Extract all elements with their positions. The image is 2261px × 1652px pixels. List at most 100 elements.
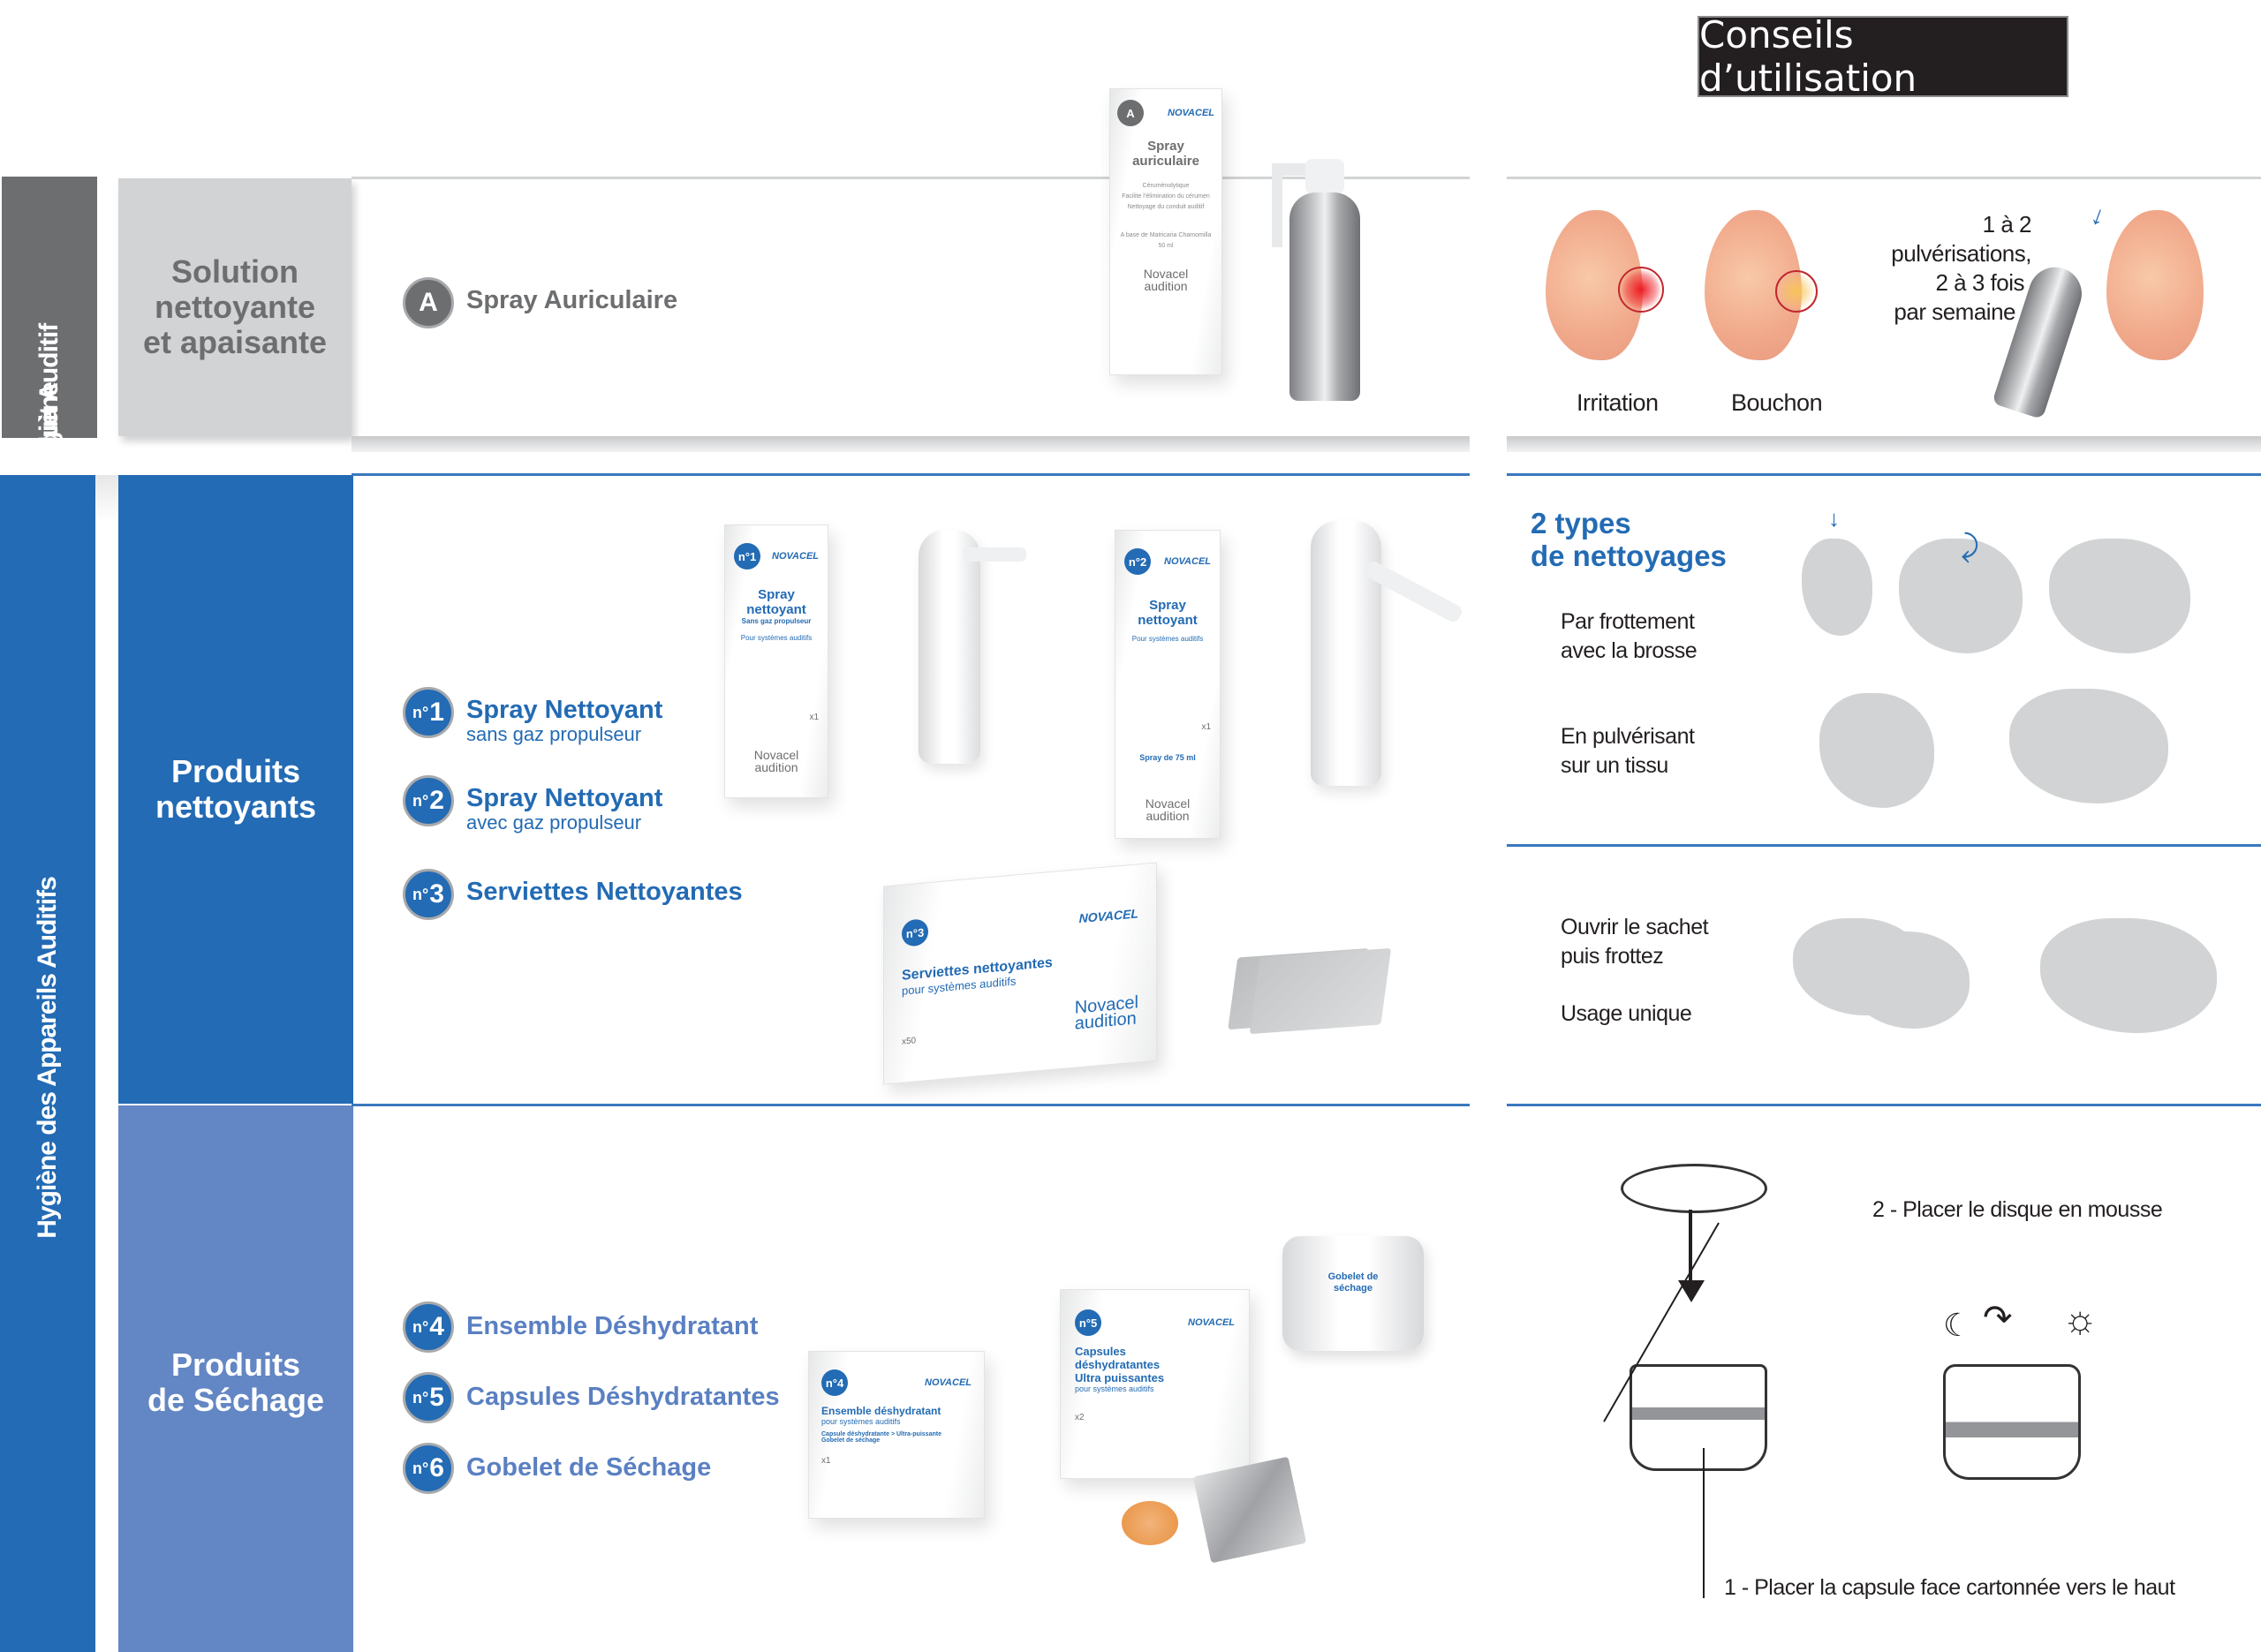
pack-badge: A <box>1117 100 1144 126</box>
pack-contents: Capsule déshydratante > Ultra-puissante <box>821 1431 941 1437</box>
dosage-line: par semaine <box>1894 298 2015 325</box>
capsule-illustration <box>1122 1501 1178 1545</box>
advice-title-line: de nettoyages <box>1531 539 1727 572</box>
brand-logo: NOVACEL <box>1078 906 1138 926</box>
pack-info: pour systèmes auditifs <box>821 1417 901 1426</box>
label-bouchon: Bouchon <box>1731 389 1823 416</box>
drying-jar-closed-illustration <box>1943 1364 2081 1480</box>
product-item-gobelet[interactable]: n°6 Gobelet de Séchage <box>403 1443 780 1494</box>
hand-cloth-illustration <box>2040 918 2217 1033</box>
instruction-line: Ouvrir le sachet <box>1561 915 1709 939</box>
brush-nozzle <box>963 547 1026 562</box>
product-name: Capsules Déshydratantes <box>466 1383 780 1411</box>
spacer <box>1625 1625 1627 1626</box>
product-name: Spray Nettoyant <box>466 696 663 724</box>
product-item-spray-auriculaire[interactable]: A Spray Auriculaire <box>403 277 677 328</box>
pack-title: Ensemble déshydratant <box>821 1405 941 1417</box>
pack-title: Capsules <box>1075 1345 1126 1358</box>
panel-top-line <box>1507 177 2261 179</box>
panel-divider <box>352 473 1470 476</box>
panel-shadow <box>1507 436 2261 452</box>
category-line: de Séchage <box>147 1382 325 1418</box>
pack-qty: x50 <box>902 1036 917 1047</box>
panel-divider <box>352 1104 1470 1106</box>
panel-divider <box>1507 1104 2261 1106</box>
pack-info: Pour systèmes auditifs <box>1131 635 1204 643</box>
novacel-logo: Novacel <box>753 748 799 762</box>
category-line: nettoyante <box>154 289 316 325</box>
product-name: Serviettes Nettoyantes <box>466 878 743 906</box>
pack-info: Pour systèmes auditifs <box>740 634 813 642</box>
category-line: Produits <box>170 1346 300 1383</box>
pack-line: 50 ml <box>1158 243 1174 249</box>
product-badge: A <box>403 277 454 328</box>
spray-auriculaire-bottle <box>1289 192 1360 401</box>
panel-top-line <box>352 177 1470 179</box>
novacel-logo-sub: audition <box>1074 1008 1137 1034</box>
rotate-arrow-icon: ⤸ <box>1961 530 1979 563</box>
step-2-text: 2 - Placer le disque en mousse <box>1872 1197 2163 1222</box>
arrow-down-icon: ↓ <box>1828 505 1840 532</box>
pack-title: Ultra puissantes <box>1075 1371 1165 1384</box>
pack-volume: Spray de 75 ml <box>1139 753 1196 762</box>
pack-badge: n°4 <box>821 1369 848 1396</box>
pack-badge: n°1 <box>734 543 760 570</box>
conseils-utilisation-header: Conseils d’utilisation <box>1698 13 2068 100</box>
jar-lid-illustration <box>1621 1164 1767 1213</box>
product-item-capsules[interactable]: n°5 Capsules Déshydratantes <box>403 1372 780 1423</box>
pack-subtitle: Sans gaz propulseur <box>741 617 812 625</box>
advice-title-line: 2 types <box>1531 507 1631 539</box>
pack-badge: n°2 <box>1124 548 1151 575</box>
side-label-appareils-auditifs: Hygiène des Appareils Auditifs <box>0 475 95 1652</box>
panel-divider <box>1507 844 2261 847</box>
pack-qty: x1 <box>821 1456 831 1466</box>
product-badge: n°5 <box>403 1372 454 1423</box>
bouchon-marker <box>1775 270 1818 313</box>
callout-line <box>1703 1448 1705 1598</box>
ear-application-illustration <box>2106 210 2204 360</box>
product-item-serviettes[interactable]: n°3 Serviettes Nettoyantes <box>403 869 743 920</box>
novacel-logo-sub: audition <box>1144 279 1188 293</box>
hand-open-sachet-illustration <box>1846 932 1970 1029</box>
hand-spray-tissue-illustration <box>1819 693 1934 808</box>
product-item-ensemble-deshydratant[interactable]: n°4 Ensemble Déshydratant <box>403 1301 780 1353</box>
pack-line: A base de Matricaria Chamomilla <box>1120 232 1212 238</box>
arrow-down-icon: ↓ <box>2086 200 2110 232</box>
pack-title: Gobelet de <box>1327 1271 1379 1282</box>
product-name: Gobelet de Séchage <box>466 1453 712 1482</box>
novacel-logo-sub: audition <box>754 760 798 774</box>
pack-line: Nettoyage du conduit auditif <box>1127 204 1205 210</box>
capsule-sachet <box>1192 1456 1307 1564</box>
product-name: Ensemble Déshydratant <box>466 1312 759 1340</box>
dosage-line: 1 à 2 pulvérisations, <box>1891 211 2031 267</box>
product-badge: n°3 <box>403 869 454 920</box>
brand-logo: NOVACEL <box>1168 108 1214 118</box>
novacel-logo: Novacel <box>1145 796 1191 811</box>
pack-badge: n°3 <box>902 918 928 947</box>
pack-title: déshydratantes <box>1075 1358 1161 1371</box>
pack-qty: x1 <box>809 713 819 722</box>
sun-icon: ☼ <box>2062 1298 2098 1341</box>
category-line: et apaisante <box>142 324 328 360</box>
pack-badge: n°5 <box>1075 1309 1101 1336</box>
product-subtitle: avec gaz propulseur <box>466 811 642 834</box>
hand-brush-illustration <box>1899 539 2023 653</box>
drying-jar-open-illustration <box>1630 1364 1767 1471</box>
novacel-logo: Novacel <box>1143 267 1189 281</box>
novacel-logo-sub: audition <box>1146 809 1190 823</box>
panel-shadow <box>352 436 1470 452</box>
brand-logo: NOVACEL <box>1164 556 1211 567</box>
product-name: Spray Nettoyant <box>466 784 663 812</box>
brand-logo: NOVACEL <box>772 551 819 562</box>
product-subtitle: sans gaz propulseur <box>466 723 642 745</box>
pack-title: auriculaire <box>1132 154 1199 169</box>
